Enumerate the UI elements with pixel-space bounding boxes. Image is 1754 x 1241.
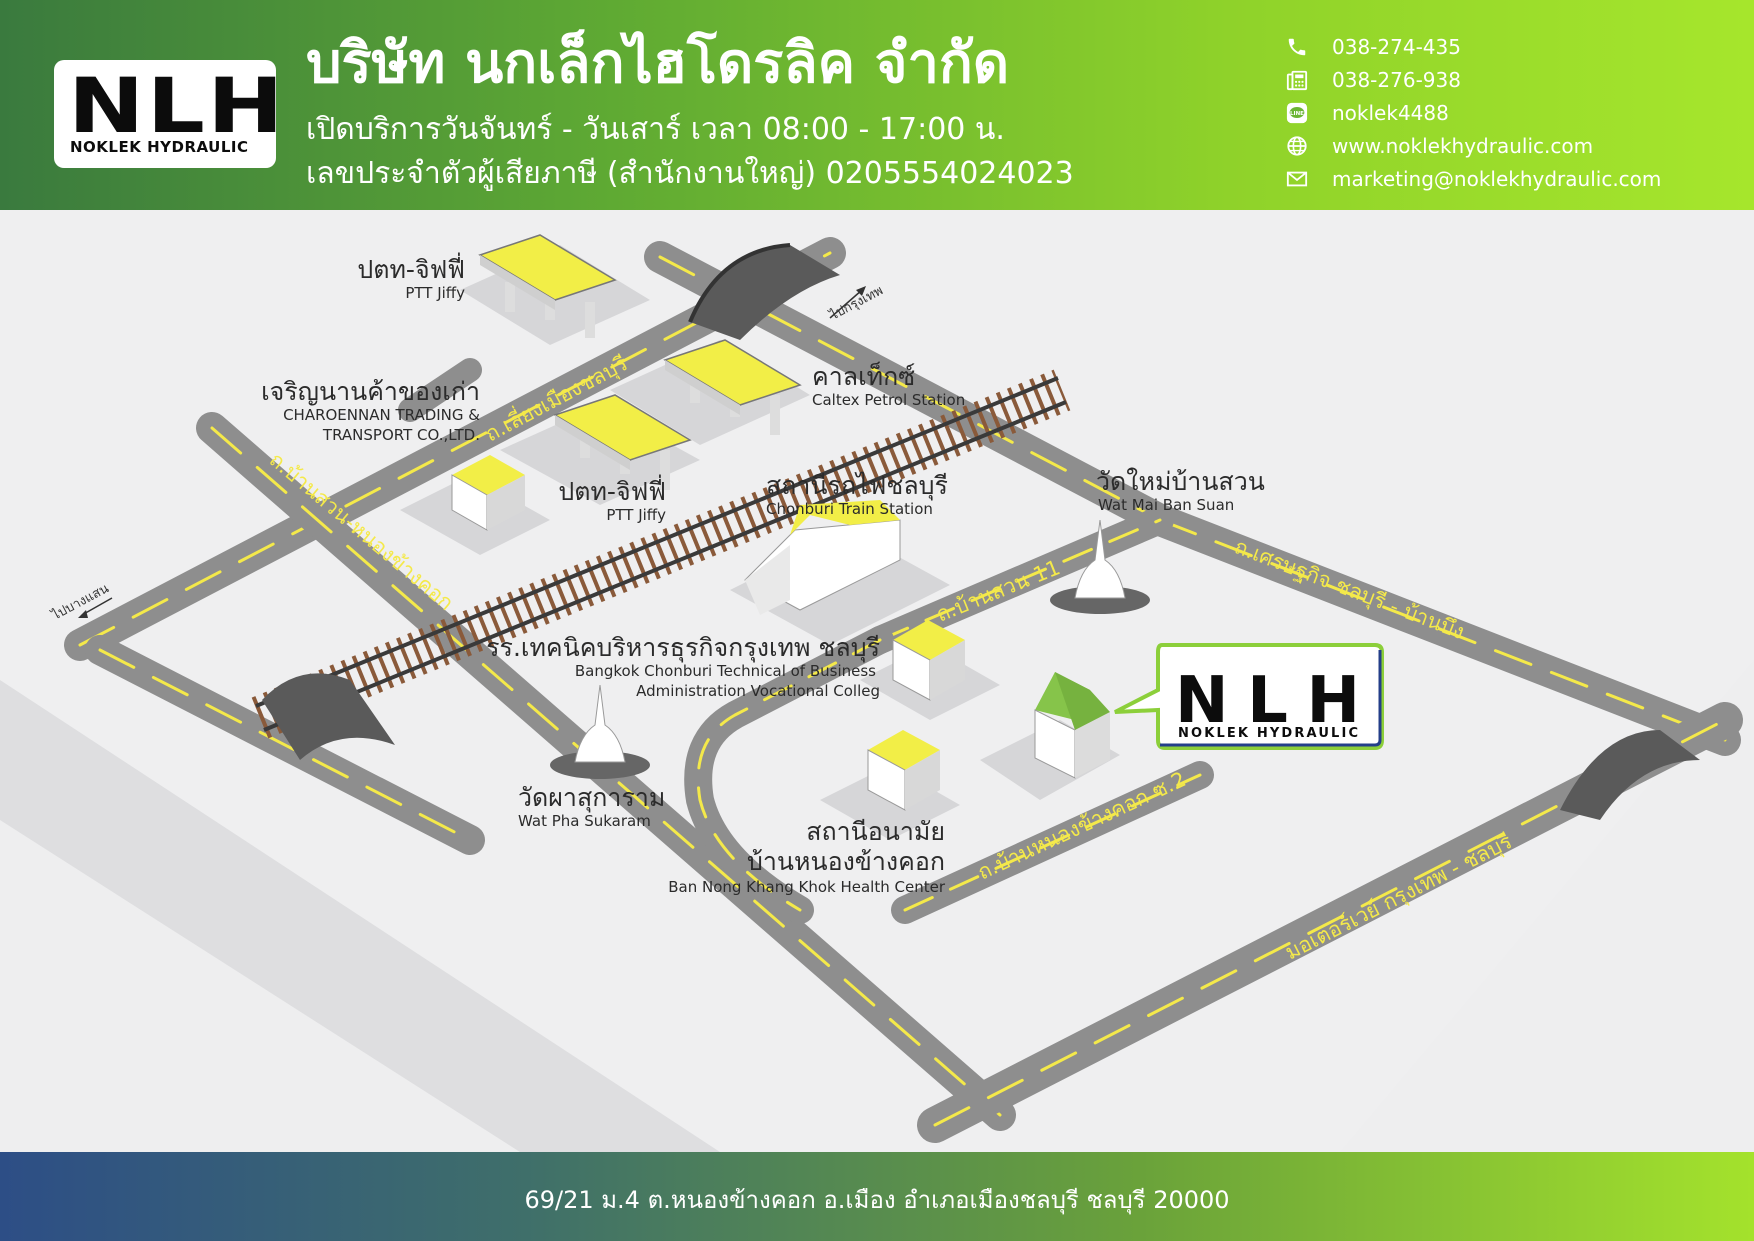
label-ptt-mid-en: PTT Jiffy [606,506,666,524]
label-health-th2: บ้านหนองข้างคอก [747,847,945,876]
label-station-en: Chonburi Train Station [766,500,933,518]
railway [251,369,1071,739]
caltex-station [663,339,802,435]
label-college-en2: Administration Vocational Colleg [636,682,880,700]
footer-bar: 69/21 ม.4 ต.หนองข้างคอก อ.เมือง อำเภอเมื… [0,1152,1754,1241]
globe-icon [1284,133,1310,159]
mail-icon [1284,166,1310,192]
svg-text:LINE: LINE [1290,111,1304,117]
company-address: 69/21 ม.4 ต.หนองข้างคอก อ.เมือง อำเภอเมื… [524,1186,1230,1214]
label-watmai-en: Wat Mai Ban Suan [1098,496,1234,514]
label-station-th: สถานีรถไฟชลบุรี [766,471,948,501]
line-id: noklek4488 [1332,101,1449,125]
opening-hours: เปิดบริการวันจันทร์ - วันเสาร์ เวลา 08:0… [306,112,1005,147]
train-station-building [744,500,901,615]
contact-fax[interactable]: 038-276-938 [1284,65,1461,95]
phone-number: 038-274-435 [1332,35,1461,59]
wat-pha-stupa [550,684,650,779]
label-ptt-top-th: ปตท-จิฟฟี่ [357,252,465,284]
line-icon: LINE [1284,100,1310,126]
label-caltex-th: คาลเท็กซ์ [812,361,915,391]
contact-email[interactable]: marketing@noklekhydraulic.com [1284,164,1661,194]
label-health-en: Ban Nong Khang Khok Health Center [668,878,946,896]
wat-mai-stupa [1050,519,1150,614]
label-college-th: รร.เทคนิคบริหารธุรกิจกรุงเทพ ชลบุรี [486,633,880,663]
fax-number: 038-276-938 [1332,68,1461,92]
charoennan-building [451,455,525,531]
overpass-bangkok [688,243,840,340]
nlh-building[interactable] [1034,672,1110,779]
label-charoennan-en1: CHAROENNAN TRADING & [283,406,480,424]
header-bar: NLH NOKLEK HYDRAULIC บริษัท นกเล็กไฮโดรล… [0,0,1754,210]
label-ptt-top-en: PTT Jiffy [405,284,465,302]
company-name: บริษัท นกเล็กไฮโดรลิค จำกัด [306,31,1010,96]
nlh-marker[interactable]: NLH NOKLEK HYDRAULIC [1114,643,1384,750]
overpass-motorway [1560,730,1700,820]
label-health-th1: สถานีอนามัย [806,817,945,846]
contact-line[interactable]: LINE noklek4488 [1284,98,1449,128]
location-map: NLH NOKLEK HYDRAULIC ปตท-จิฟฟี่ PTT Jiff… [0,210,1754,1152]
nlh-marker-text: NLH [1175,664,1360,738]
college-building [892,620,965,701]
contact-phone[interactable]: 038-274-435 [1284,32,1461,62]
logo-text: NLH [68,61,286,150]
health-center-building [867,730,940,811]
label-ptt-mid-th: ปตท-จิฟฟี่ [558,474,666,506]
ptt-top-station [478,234,617,338]
contact-website[interactable]: www.noklekhydraulic.com [1284,131,1593,161]
email-address: marketing@noklekhydraulic.com [1332,167,1662,191]
phone-icon [1284,34,1310,60]
label-watpha-th: วัดผาสุการาม [518,783,665,813]
overpass-rail [262,673,395,760]
website-url: www.noklekhydraulic.com [1332,134,1594,158]
tax-id: เลขประจำตัวผู้เสียภาษี (สำนักงานใหญ่) 02… [306,156,1074,191]
fax-icon [1284,67,1310,93]
ptt-mid-station [553,394,692,490]
logo-subtext: NOKLEK HYDRAULIC [70,138,249,156]
company-logo[interactable]: NLH NOKLEK HYDRAULIC [54,60,284,168]
label-watmai-th: วัดใหม่บ้านสวน [1096,467,1265,496]
label-caltex-en: Caltex Petrol Station [812,391,965,409]
label-charoennan-en2: TRANSPORT CO.,LTD. [322,426,480,444]
label-college-en1: Bangkok Chonburi Technical of Business [575,662,876,680]
label-watpha-en: Wat Pha Sukaram [518,812,651,830]
label-charoennan-th: เจริญนานค้าของเก่า [261,377,480,406]
landmark-labels: ปตท-จิฟฟี่ PTT Jiffy เจริญนานค้าของเก่า … [261,252,1265,896]
